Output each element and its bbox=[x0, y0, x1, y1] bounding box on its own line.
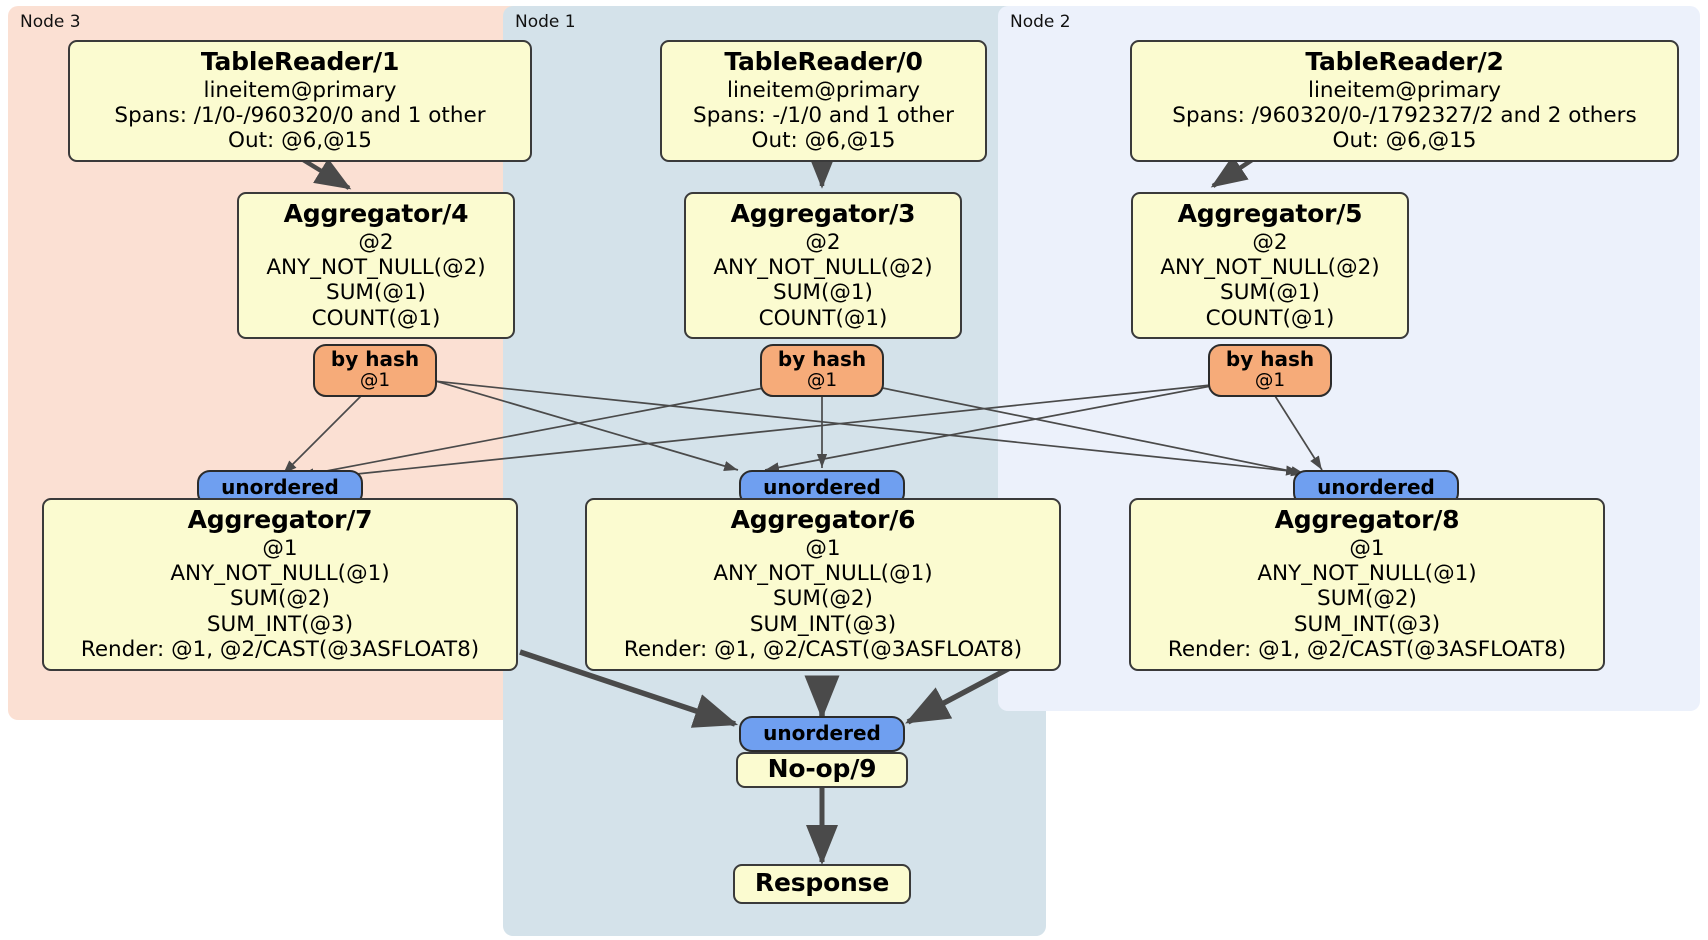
processor-line: SUM_INT(@3) bbox=[749, 611, 897, 637]
node-label-node3: Node 3 bbox=[20, 12, 81, 32]
badge-sublabel: @1 bbox=[806, 369, 838, 391]
processor-title: Response bbox=[754, 868, 890, 898]
processor-title: TableReader/0 bbox=[724, 47, 923, 76]
processor-line: Spans: -/1/0 and 1 other bbox=[693, 102, 954, 128]
processor-line: SUM(@1) bbox=[326, 280, 426, 306]
processor-title: No-op/9 bbox=[767, 754, 877, 784]
processor-line: Out: @6,@15 bbox=[1332, 128, 1477, 154]
processor-title: Aggregator/6 bbox=[730, 505, 916, 534]
processor-title: Aggregator/4 bbox=[283, 199, 469, 228]
processor-title: Aggregator/8 bbox=[1274, 505, 1460, 534]
processor-aggregator-6[interactable]: Aggregator/6 @1 ANY_NOT_NULL(@1) SUM(@2)… bbox=[585, 498, 1061, 671]
processor-line: COUNT(@1) bbox=[758, 305, 888, 331]
processor-line: SUM(@1) bbox=[1220, 280, 1320, 306]
processor-line: @1 bbox=[805, 535, 841, 561]
processor-line: SUM(@2) bbox=[230, 586, 330, 612]
processor-line: Render: @1, @2/CAST(@3ASFLOAT8) bbox=[80, 637, 480, 663]
processor-line: ANY_NOT_NULL(@2) bbox=[713, 254, 933, 280]
processor-tablereader-1[interactable]: TableReader/1 lineitem@primary Spans: /1… bbox=[68, 40, 532, 162]
processor-line: Spans: /960320/0-/1792327/2 and 2 others bbox=[1172, 102, 1637, 128]
processor-line: lineitem@primary bbox=[203, 77, 397, 103]
output-router-badge-by-hash-mid[interactable]: by hash @1 bbox=[760, 344, 884, 398]
processor-line: ANY_NOT_NULL(@1) bbox=[713, 560, 933, 586]
processor-aggregator-7[interactable]: Aggregator/7 @1 ANY_NOT_NULL(@1) SUM(@2)… bbox=[42, 498, 518, 671]
processor-no-op-9[interactable]: No-op/9 bbox=[736, 752, 908, 788]
node-label-node1: Node 1 bbox=[515, 12, 576, 32]
processor-line: SUM(@2) bbox=[773, 586, 873, 612]
processor-line: SUM_INT(@3) bbox=[206, 611, 354, 637]
processor-response[interactable]: Response bbox=[733, 864, 911, 904]
processor-line: SUM_INT(@3) bbox=[1293, 611, 1441, 637]
processor-line: lineitem@primary bbox=[1307, 77, 1502, 103]
processor-title: Aggregator/3 bbox=[730, 199, 916, 228]
processor-tablereader-2[interactable]: TableReader/2 lineitem@primary Spans: /9… bbox=[1130, 40, 1679, 162]
processor-aggregator-3[interactable]: Aggregator/3 @2 ANY_NOT_NULL(@2) SUM(@1)… bbox=[684, 192, 962, 340]
processor-line: SUM(@1) bbox=[773, 280, 873, 306]
processor-line: Render: @1, @2/CAST(@3ASFLOAT8) bbox=[623, 637, 1023, 663]
processor-line: ANY_NOT_NULL(@1) bbox=[170, 560, 390, 586]
badge-sublabel: @1 bbox=[1254, 369, 1286, 391]
output-router-badge-by-hash-right[interactable]: by hash @1 bbox=[1208, 344, 1332, 398]
badge-sublabel: @1 bbox=[359, 369, 391, 391]
processor-line: Out: @6,@15 bbox=[751, 128, 896, 154]
processor-line: lineitem@primary bbox=[726, 77, 921, 103]
processor-line: ANY_NOT_NULL(@1) bbox=[1257, 560, 1477, 586]
processor-line: @1 bbox=[1349, 535, 1385, 561]
processor-aggregator-4[interactable]: Aggregator/4 @2 ANY_NOT_NULL(@2) SUM(@1)… bbox=[237, 192, 515, 340]
processor-line: Out: @6,@15 bbox=[228, 128, 372, 154]
processor-line: COUNT(@1) bbox=[1205, 305, 1335, 331]
badge-label: by hash bbox=[330, 347, 420, 371]
processor-line: Spans: /1/0-/960320/0 and 1 other bbox=[114, 102, 486, 128]
processor-tablereader-0[interactable]: TableReader/0 lineitem@primary Spans: -/… bbox=[660, 40, 987, 162]
processor-title: TableReader/2 bbox=[1305, 47, 1504, 76]
node-label-node2: Node 2 bbox=[1010, 12, 1071, 32]
processor-line: @1 bbox=[262, 535, 298, 561]
badge-label: by hash bbox=[777, 347, 867, 371]
processor-line: COUNT(@1) bbox=[311, 305, 441, 331]
processor-line: @2 bbox=[1252, 229, 1288, 255]
processor-title: TableReader/1 bbox=[200, 47, 400, 76]
badge-label: by hash bbox=[1225, 347, 1315, 371]
input-synchronizer-badge-unordered-final[interactable]: unordered bbox=[739, 716, 905, 752]
output-router-badge-by-hash-left[interactable]: by hash @1 bbox=[313, 344, 437, 398]
processor-line: SUM(@2) bbox=[1317, 586, 1417, 612]
processor-line: @2 bbox=[358, 229, 394, 255]
processor-aggregator-5[interactable]: Aggregator/5 @2 ANY_NOT_NULL(@2) SUM(@1)… bbox=[1131, 192, 1409, 340]
processor-aggregator-8[interactable]: Aggregator/8 @1 ANY_NOT_NULL(@1) SUM(@2)… bbox=[1129, 498, 1605, 671]
processor-title: Aggregator/7 bbox=[187, 505, 373, 534]
processor-line: ANY_NOT_NULL(@2) bbox=[266, 254, 486, 280]
processor-title: Aggregator/5 bbox=[1177, 199, 1363, 228]
processor-line: ANY_NOT_NULL(@2) bbox=[1160, 254, 1380, 280]
processor-line: @2 bbox=[805, 229, 841, 255]
processor-line: Render: @1, @2/CAST(@3ASFLOAT8) bbox=[1167, 637, 1567, 663]
